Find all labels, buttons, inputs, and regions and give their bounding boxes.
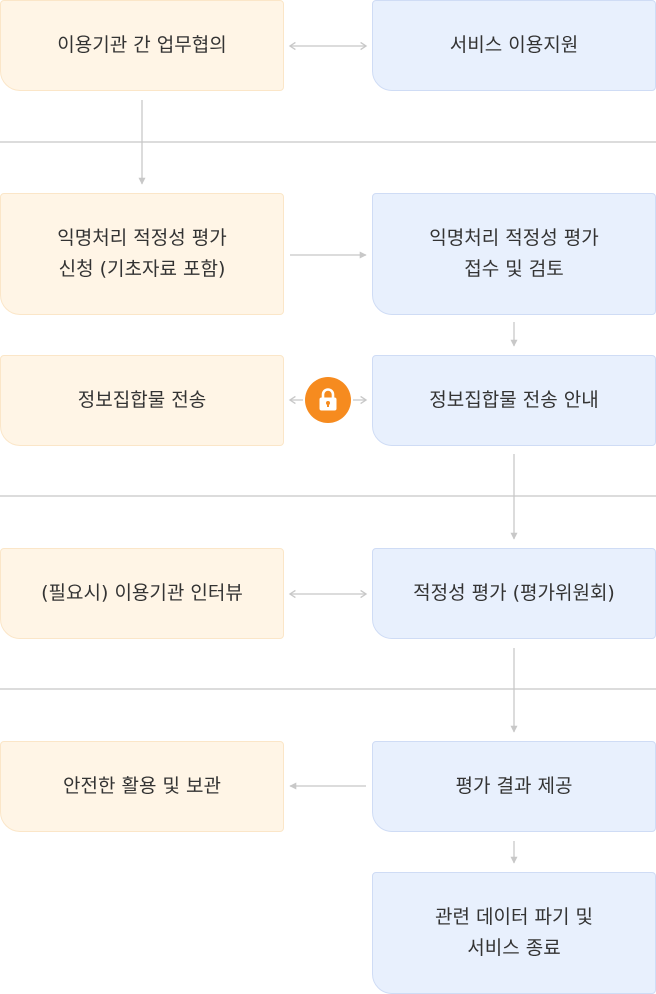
receive-evaluation-box: 익명처리 적정성 평가 접수 및 검토 bbox=[372, 193, 656, 315]
send-dataset-box: 정보집합물 전송 bbox=[0, 355, 284, 446]
section-divider bbox=[0, 495, 656, 497]
send-guide-box: 정보집합물 전송 안내 bbox=[372, 355, 656, 446]
interview-box: (필요시) 이용기관 인터뷰 bbox=[0, 548, 284, 639]
agency-consult-box: 이용기관 간 업무협의 bbox=[0, 0, 284, 91]
request-evaluation-box: 익명처리 적정성 평가 신청 (기초자료 포함) bbox=[0, 193, 284, 315]
section-divider bbox=[0, 141, 656, 143]
lock-icon bbox=[305, 377, 351, 423]
destroy-data-box: 관련 데이터 파기 및 서비스 종료 bbox=[372, 872, 656, 994]
service-support-box: 서비스 이용지원 bbox=[372, 0, 656, 91]
safe-use-box: 안전한 활용 및 보관 bbox=[0, 741, 284, 832]
result-box: 평가 결과 제공 bbox=[372, 741, 656, 832]
section-divider bbox=[0, 688, 656, 690]
evaluation-box: 적정성 평가 (평가위원회) bbox=[372, 548, 656, 639]
